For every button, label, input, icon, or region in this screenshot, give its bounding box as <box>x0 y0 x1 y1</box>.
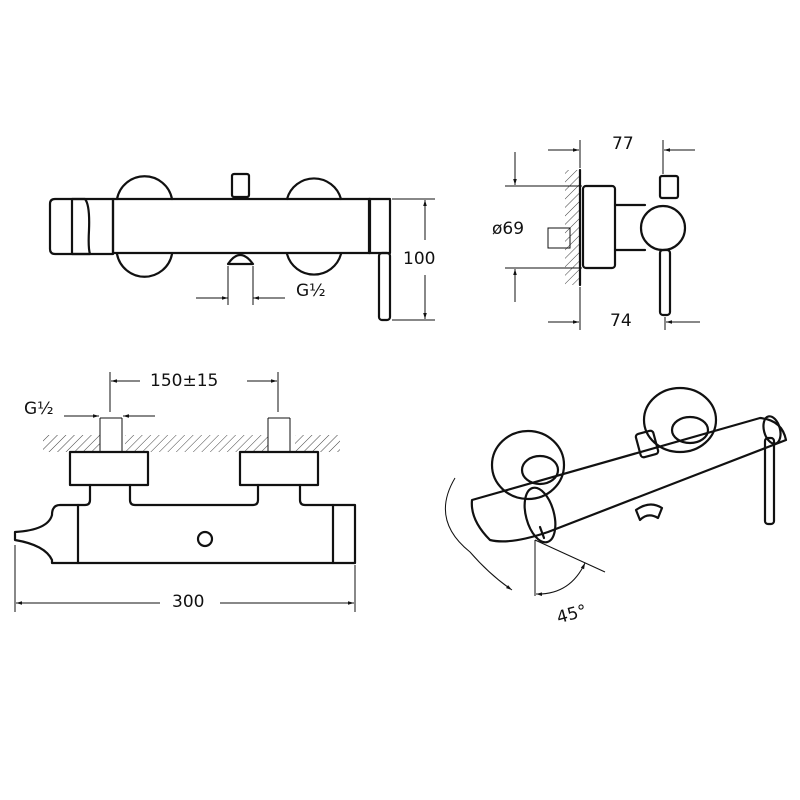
rotation-label: 45° <box>555 601 589 628</box>
top-thread-label: G½ <box>24 399 54 419</box>
height-dim-label: 100 <box>403 249 435 269</box>
iso-view: 45° <box>444 386 788 628</box>
depth-dim-label: 77 <box>612 134 634 154</box>
front-thread-label: G½ <box>296 281 326 301</box>
width-dim-label: 300 <box>172 592 204 612</box>
lever-dim-label: 74 <box>610 311 632 331</box>
side-view: 77 ø69 74 <box>492 134 700 331</box>
spacing-dim-label: 150±15 <box>150 371 218 391</box>
front-view: G½ 100 <box>48 172 435 322</box>
flange-dim-label: ø69 <box>492 219 524 239</box>
top-view: 150±15 G½ 300 <box>13 371 357 612</box>
